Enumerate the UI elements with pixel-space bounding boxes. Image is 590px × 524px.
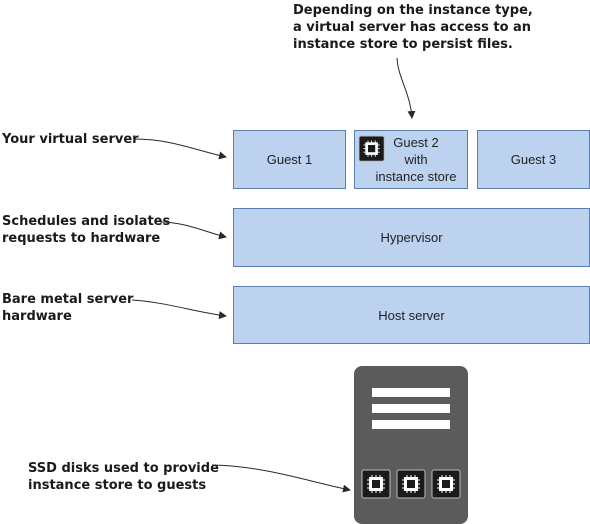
host-server-label: Host server xyxy=(378,307,445,323)
guest-2-instance-store-label: instance store xyxy=(375,169,457,184)
host-server-box: Host server xyxy=(233,286,590,344)
guest-1-box: Guest 1 xyxy=(233,130,346,189)
arrow-to-guest-1 xyxy=(134,138,227,160)
ssd-chip-icon xyxy=(431,469,461,499)
guest-1-label: Guest 1 xyxy=(266,152,313,167)
arrow-to-hypervisor xyxy=(159,221,227,240)
hypervisor-box: Hypervisor xyxy=(233,208,590,267)
chip-icon xyxy=(358,135,385,162)
guest-3-label: Guest 3 xyxy=(510,152,557,167)
guest-3-box: Guest 3 xyxy=(477,130,590,189)
server-icon xyxy=(354,366,468,524)
hypervisor-label: Hypervisor xyxy=(380,230,443,245)
hypervisor-annotation: Schedules and isolates requests to hardw… xyxy=(2,214,171,246)
instance-store-note: Depending on the instance type, a virtua… xyxy=(293,3,533,52)
guest-2-with-label: with xyxy=(404,152,428,167)
ssd-chip-icon xyxy=(361,469,391,499)
arrow-note-to-guest-2 xyxy=(396,57,416,119)
virtual-server-label: Your virtual server xyxy=(2,132,139,147)
guest-2-label: Guest 2 xyxy=(393,135,439,150)
arrow-to-host-server xyxy=(131,299,227,320)
ssd-annotation: SSD disks used to provide instance store… xyxy=(28,461,219,493)
arrow-to-ssd-disks xyxy=(211,464,351,493)
bare-metal-annotation: Bare metal server hardware xyxy=(2,292,134,324)
ssd-chip-icon xyxy=(396,469,426,499)
